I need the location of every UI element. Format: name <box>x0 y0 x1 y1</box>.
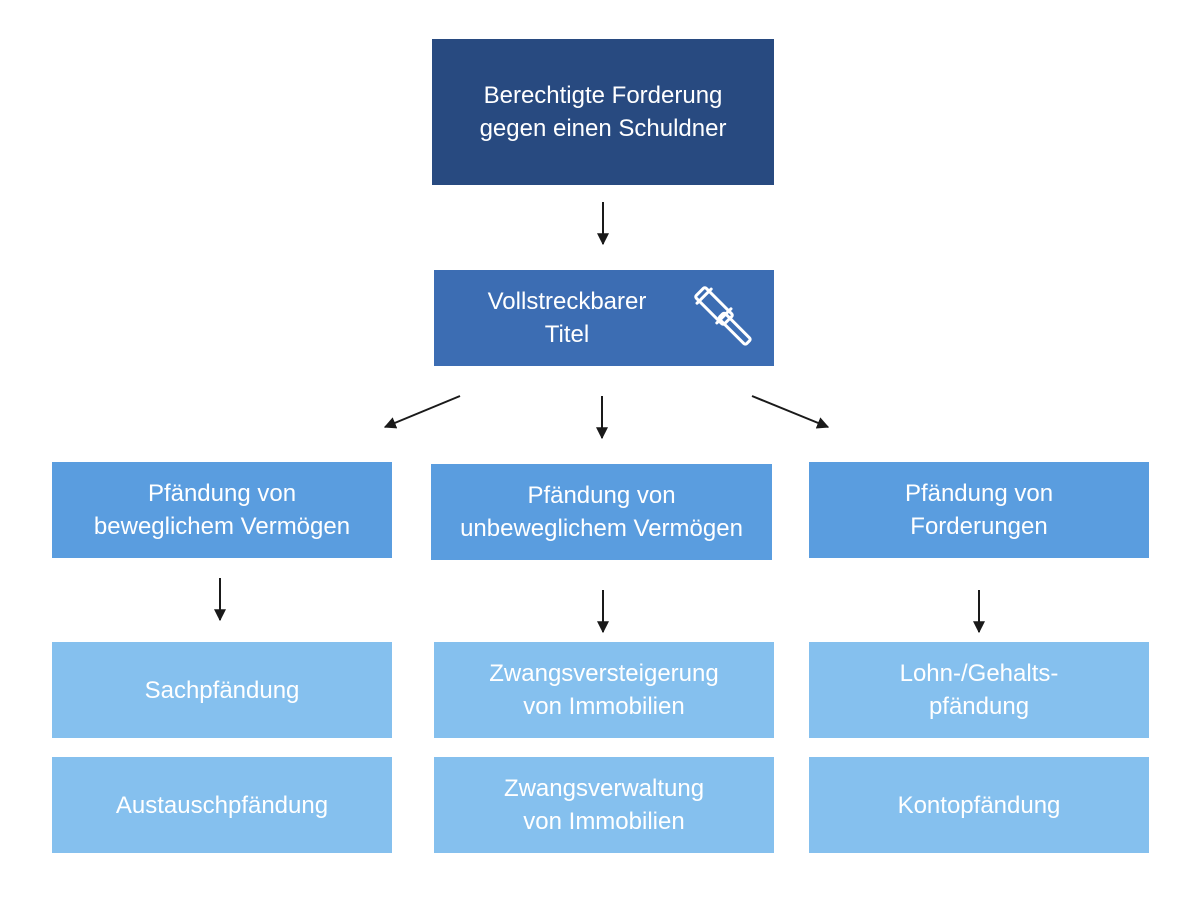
leaf-zwangsverwaltung-label: Zwangsverwaltung von Immobilien <box>503 775 705 835</box>
leaf-zwangsversteigerung: Zwangsversteigerung von Immobilien <box>434 642 774 738</box>
title-node: Vollstreckbarer Titel <box>434 270 774 366</box>
leaf-sachpfaendung-label: Sachpfändung <box>144 676 300 704</box>
branch-movable-assets-label: Pfändung von beweglichem Vermögen <box>93 480 351 540</box>
arrow-title-to-movable <box>383 395 461 429</box>
leaf-lohnpfaendung-label: Lohn-/Gehalts- pfändung <box>899 660 1059 720</box>
root-node-label: Berechtigte Forderung gegen einen Schuld… <box>479 82 727 142</box>
arrow-title-to-claims <box>751 395 830 429</box>
leaf-zwangsversteigerung-label: Zwangsversteigerung von Immobilien <box>489 660 719 720</box>
gavel-icon <box>694 286 752 346</box>
leaf-austauschpfaendung: Austauschpfändung <box>52 757 392 853</box>
branch-claims-label: Pfändung von Forderungen <box>904 480 1054 540</box>
branch-claims: Pfändung von Forderungen <box>809 462 1149 558</box>
root-node: Berechtigte Forderung gegen einen Schuld… <box>432 39 774 185</box>
title-node-label: Vollstreckbarer Titel <box>487 288 647 348</box>
leaf-kontopfaendung-label: Kontopfändung <box>897 791 1061 819</box>
branch-movable-assets: Pfändung von beweglichem Vermögen <box>52 462 392 558</box>
leaf-austauschpfaendung-label: Austauschpfändung <box>115 791 329 819</box>
branch-immovable-assets-label: Pfändung von unbeweglichem Vermögen <box>460 482 743 542</box>
leaf-lohnpfaendung: Lohn-/Gehalts- pfändung <box>809 642 1149 738</box>
branch-immovable-assets: Pfändung von unbeweglichem Vermögen <box>431 464 772 560</box>
leaf-kontopfaendung: Kontopfändung <box>809 757 1149 853</box>
leaf-sachpfaendung: Sachpfändung <box>52 642 392 738</box>
leaf-zwangsverwaltung: Zwangsverwaltung von Immobilien <box>434 757 774 853</box>
